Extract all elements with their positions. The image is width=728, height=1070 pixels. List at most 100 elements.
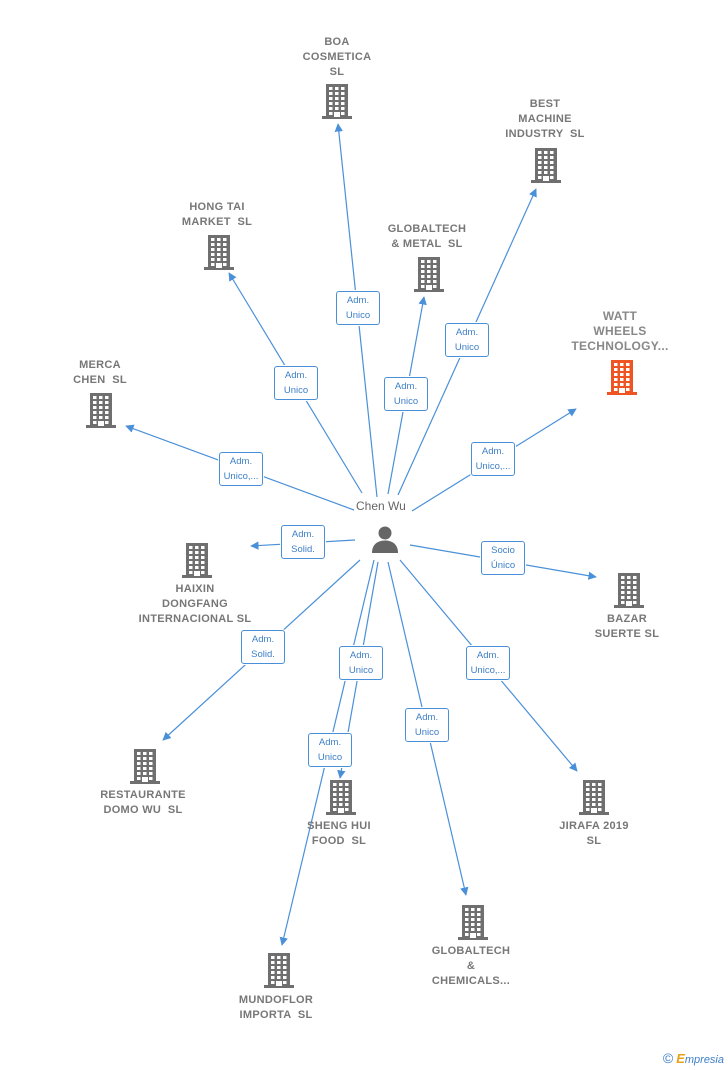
building-icon[interactable]	[578, 779, 610, 820]
role-label-globaltech_metal[interactable]: Adm. Unico	[384, 377, 428, 411]
role-label-line: Adm.	[394, 381, 418, 392]
role-label-line: Solid.	[251, 649, 275, 660]
company-name-line: TECHNOLOGY...	[571, 339, 669, 353]
company-name-line: WATT	[602, 309, 638, 323]
building-icon[interactable]	[129, 748, 161, 789]
role-label-line: Unico	[283, 385, 309, 396]
company-name-line: MACHINE	[518, 113, 572, 125]
company-name-line: &	[466, 960, 476, 972]
brand-name: mpresia	[684, 1054, 724, 1066]
company-name-mundoflor[interactable]: MUNDOFLOR IMPORTA SL	[206, 993, 346, 1023]
company-name-line: JIRAFA 2019	[559, 820, 629, 832]
building-icon[interactable]	[325, 779, 357, 820]
role-label-line: Adm.	[251, 634, 275, 645]
company-name-line: MERCA	[79, 359, 121, 371]
company-name-line: HAIXIN	[175, 583, 215, 595]
company-name-restaurante[interactable]: RESTAURANTE DOMO WU SL	[73, 788, 213, 818]
copyright-icon: ©	[662, 1050, 674, 1066]
role-label-restaurante[interactable]: Adm. Solid.	[241, 630, 285, 664]
company-name-line: SUERTE SL	[594, 628, 660, 640]
company-name-line: WHEELS	[593, 324, 647, 338]
role-label-mundoflor[interactable]: Adm. Unico	[308, 733, 352, 767]
role-label-line: Unico	[414, 727, 440, 738]
company-name-line: IMPORTA SL	[239, 1009, 313, 1021]
company-name-line: GLOBALTECH	[431, 945, 511, 957]
company-name-hongtai[interactable]: HONG TAI MARKET SL	[147, 200, 287, 230]
role-label-line: Unico	[348, 665, 374, 676]
building-icon[interactable]	[203, 234, 235, 275]
role-label-jirafa[interactable]: Adm.Unico,...	[466, 646, 510, 680]
role-label-line: Adm.	[455, 327, 479, 338]
company-name-line: GLOBALTECH	[387, 223, 467, 235]
role-label-line: Adm.	[349, 650, 373, 661]
role-label-hongtai[interactable]: Adm. Unico	[274, 366, 318, 400]
company-name-line: DONGFANG	[162, 598, 228, 610]
company-name-line: BAZAR	[607, 613, 647, 625]
company-name-line: BOA	[324, 36, 350, 48]
role-label-line: Socio	[491, 545, 515, 556]
role-label-haixin[interactable]: Adm. Solid.	[281, 525, 325, 559]
role-label-line: Único	[490, 560, 516, 571]
company-name-line: BEST	[529, 98, 561, 110]
company-name-boa[interactable]: BOA COSMETICA SL	[267, 35, 407, 80]
role-label-boa[interactable]: Adm. Unico	[336, 291, 380, 325]
role-label-line: Unico	[393, 396, 419, 407]
company-name-line: INDUSTRY SL	[505, 128, 585, 140]
role-label-line: Adm.	[229, 456, 253, 467]
footer-brand[interactable]: © Empresia	[663, 1050, 724, 1066]
building-icon[interactable]	[321, 83, 353, 124]
role-label-watt[interactable]: Adm. Unico,...	[471, 442, 515, 476]
company-name-globaltech_chem[interactable]: GLOBALTECH & CHEMICALS...	[401, 944, 541, 989]
brand-logo-initial: E	[676, 1051, 685, 1066]
role-label-line: Unico,...	[475, 461, 511, 472]
role-label-line: Unico	[317, 752, 343, 763]
building-icon[interactable]	[613, 572, 645, 613]
building-icon[interactable]	[413, 256, 445, 297]
role-label-line: Unico	[454, 342, 480, 353]
company-name-line: SHENG HUI	[307, 820, 371, 832]
company-name-line: CHEN SL	[73, 374, 127, 386]
role-label-best[interactable]: Adm. Unico	[445, 323, 489, 357]
company-name-merca[interactable]: MERCA CHEN SL	[30, 358, 170, 388]
building-icon[interactable]	[85, 392, 117, 433]
company-name-line: RESTAURANTE	[100, 789, 186, 801]
company-name-line: DOMO WU SL	[103, 804, 183, 816]
company-name-line: & METAL SL	[391, 238, 463, 250]
company-name-best[interactable]: BEST MACHINE INDUSTRY SL	[475, 97, 615, 142]
company-name-line: CHEMICALS...	[431, 975, 511, 987]
role-label-line: Adm.	[476, 650, 500, 661]
role-label-line: Adm.	[284, 370, 308, 381]
company-name-line: COSMETICA	[302, 51, 372, 63]
role-label-line: Adm.	[318, 737, 342, 748]
company-name-line: HONG TAI	[189, 201, 245, 213]
company-name-line: SL	[586, 835, 602, 847]
company-name-globaltech_metal[interactable]: GLOBALTECH & METAL SL	[357, 222, 497, 252]
role-label-line: Unico,...	[223, 471, 259, 482]
building-icon[interactable]	[181, 542, 213, 583]
role-label-line: Adm.	[481, 446, 505, 457]
building-icon[interactable]	[263, 952, 295, 993]
center-person-name: Chen Wu	[356, 499, 406, 513]
company-name-line: SL	[329, 66, 345, 78]
building-icon[interactable]	[457, 904, 489, 945]
role-label-line: Adm.	[415, 712, 439, 723]
role-label-globaltech_chem[interactable]: Adm. Unico	[405, 708, 449, 742]
building-icon[interactable]	[606, 359, 638, 400]
company-name-line: MUNDOFLOR	[238, 994, 314, 1006]
role-label-line: Adm.	[346, 295, 370, 306]
role-label-line: Adm.	[291, 529, 315, 540]
company-name-line: MARKET SL	[181, 216, 253, 228]
role-label-shenghui[interactable]: Adm. Unico	[339, 646, 383, 680]
role-label-line: Unico	[345, 310, 371, 321]
person-icon[interactable]	[370, 524, 400, 559]
company-name-bazar[interactable]: BAZAR SUERTE SL	[557, 612, 697, 642]
role-label-merca[interactable]: Adm. Unico,...	[219, 452, 263, 486]
building-icon[interactable]	[530, 147, 562, 188]
role-label-line: Solid.	[291, 544, 315, 555]
